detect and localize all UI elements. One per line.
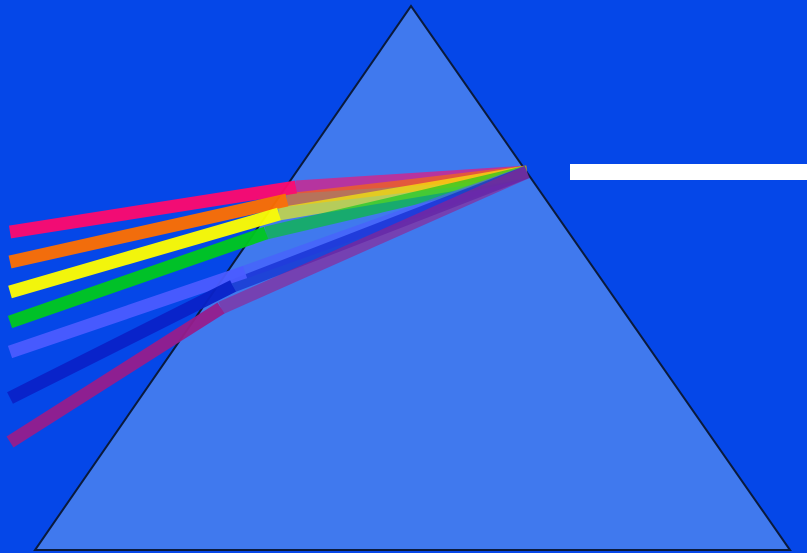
prism-dispersion-diagram xyxy=(0,0,807,553)
prism-scene xyxy=(0,0,807,553)
